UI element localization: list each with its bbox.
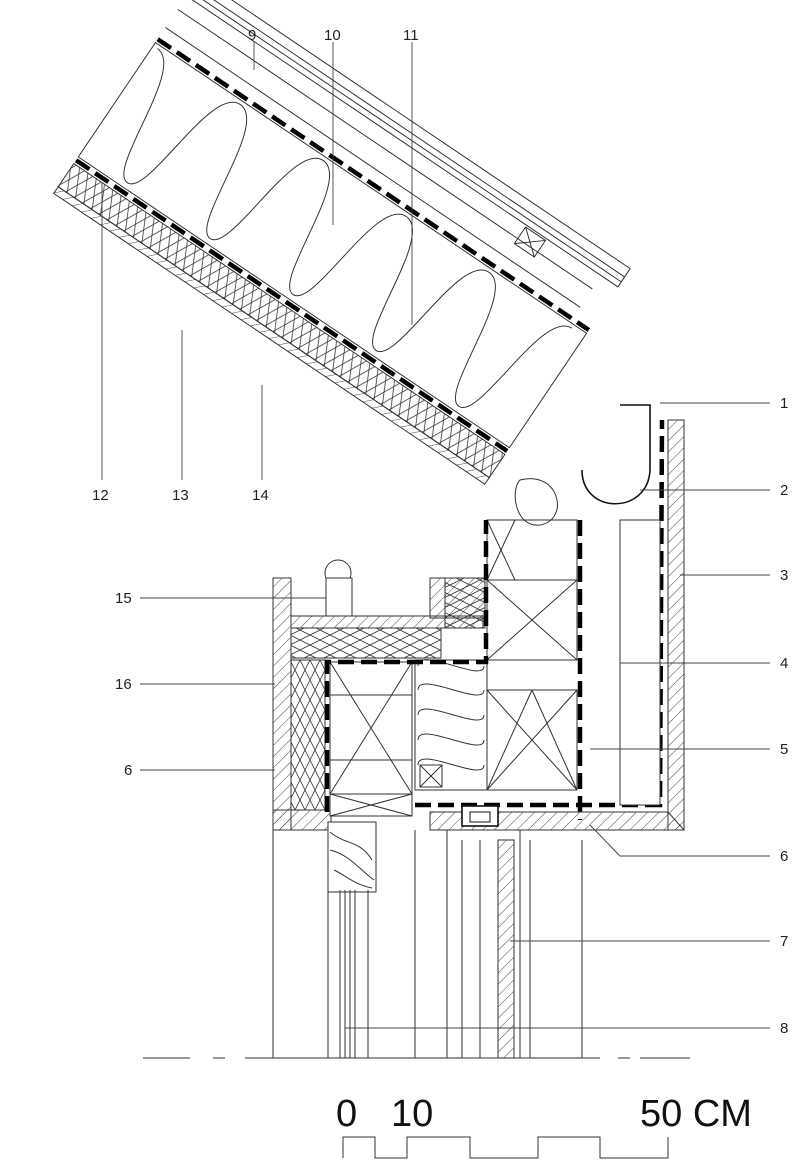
callout-labels: 1 2 3 4 5 6 7 8 9 10 11 12 13 14 15 16 6 xyxy=(92,27,788,1037)
callout-9: 9 xyxy=(248,27,256,44)
timber-post-upper xyxy=(486,519,578,581)
roof-membrane-upper xyxy=(156,37,591,332)
callout-8: 8 xyxy=(780,1020,788,1037)
roof-inner-insulation xyxy=(57,162,506,479)
sill-board xyxy=(272,809,332,831)
callout-12: 12 xyxy=(92,487,109,504)
timber-post-mid xyxy=(486,579,578,661)
roof-assembly xyxy=(53,0,631,485)
scale-label-10: 10 xyxy=(391,1093,433,1135)
parapet-board xyxy=(272,577,292,831)
callout-5: 5 xyxy=(780,741,788,758)
roof-insulation xyxy=(77,41,588,449)
window-shade-panel xyxy=(497,839,515,1059)
eaves-gutter xyxy=(581,404,651,505)
box-membrane xyxy=(324,520,489,812)
callout-16: 16 xyxy=(115,676,132,693)
callout-6-right: 6 xyxy=(780,848,788,865)
timber-post-lower xyxy=(486,689,578,791)
batten xyxy=(513,226,547,258)
callout-13: 13 xyxy=(172,487,189,504)
callout-15: 15 xyxy=(115,590,132,607)
window-verticals xyxy=(272,830,583,1058)
callout-3: 3 xyxy=(780,567,788,584)
facade-batten xyxy=(619,519,661,806)
callout-1: 1 xyxy=(780,395,788,412)
facade-cladding xyxy=(667,419,685,831)
wall-insulation-left xyxy=(290,659,326,811)
small-block xyxy=(419,764,443,788)
roof-membrane-lower xyxy=(74,158,509,453)
roof-lining xyxy=(53,186,490,485)
callout-2: 2 xyxy=(780,482,788,499)
roof-tiles xyxy=(186,0,631,288)
callout-14: 14 xyxy=(252,487,269,504)
timber-block-left xyxy=(329,661,413,795)
leader-lines xyxy=(101,42,770,1029)
scale-label-50cm: 50 CM xyxy=(640,1093,752,1135)
callout-4: 4 xyxy=(780,655,788,672)
gutter-bracket xyxy=(325,577,353,617)
window-frame-wood xyxy=(327,821,377,893)
box-top-insulation xyxy=(290,627,442,659)
scale-label-0: 0 xyxy=(336,1093,357,1135)
callout-7: 7 xyxy=(780,933,788,950)
scale-bar: 0 10 50 CM xyxy=(336,1093,752,1159)
callout-6-left: 6 xyxy=(124,762,132,779)
callout-10: 10 xyxy=(324,27,341,44)
step-insulation xyxy=(444,577,486,629)
timber-block-lower xyxy=(329,793,413,817)
callout-11: 11 xyxy=(403,27,419,44)
